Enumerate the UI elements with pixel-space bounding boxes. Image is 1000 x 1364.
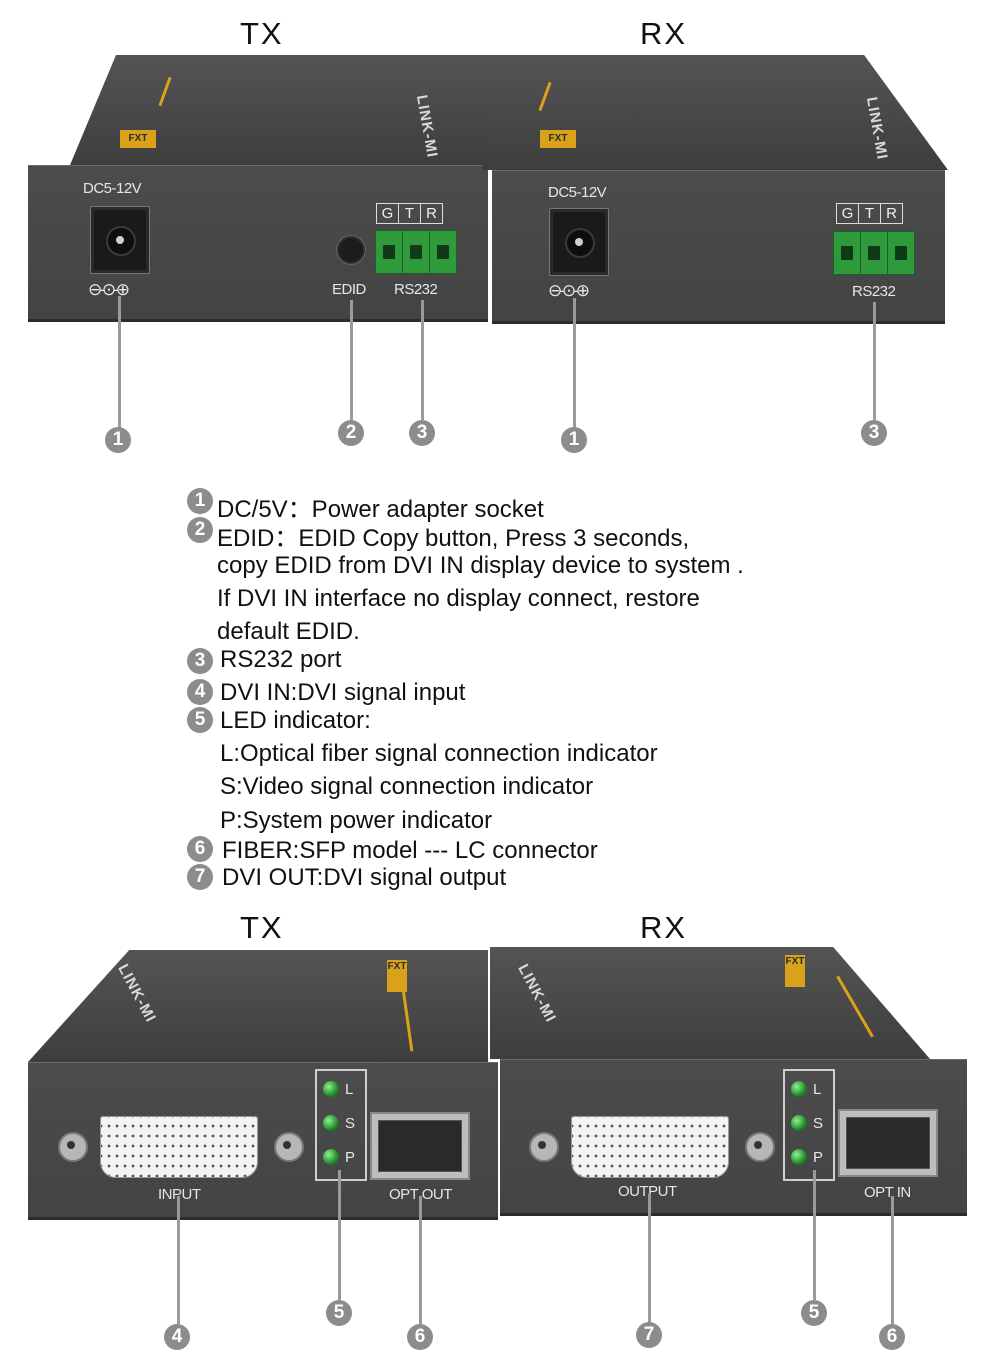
rx-terminal-t: T — [859, 204, 881, 223]
legend-item-5-s: S:Video signal connection indicator — [220, 773, 594, 800]
rx-rs232-label: RS232 — [852, 283, 896, 300]
tx-sfp-port — [370, 1112, 470, 1180]
legend-badge-6: 6 — [187, 836, 213, 862]
tx-led-p — [323, 1149, 339, 1165]
callout-badge-4: 4 — [164, 1324, 190, 1350]
callout-badge-1-rx: 1 — [561, 427, 587, 453]
rx-sfp-port — [838, 1109, 938, 1177]
tx-polarity-icon: ⊖-⊙-⊕ — [88, 280, 130, 299]
callout-badge-2: 2 — [338, 420, 364, 446]
rx-led-label-l: L — [813, 1081, 822, 1098]
tx-dc-jack — [90, 206, 150, 274]
rx-title-top: RX — [640, 16, 688, 51]
callout-line-1-tx — [118, 296, 121, 428]
legend-badge-2: 2 — [187, 517, 213, 543]
legend-item-5-p: P:System power indicator — [220, 807, 493, 834]
legend-item-5-l: L:Optical fiber signal connection indica… — [220, 740, 658, 767]
tx-terminal-g: G — [377, 204, 399, 223]
rx-gtr-labels: G T R — [836, 203, 903, 224]
tx-gtr-labels: G T R — [376, 203, 443, 224]
tx-terminal-r: R — [426, 205, 437, 222]
legend-item-1: DC/5V：Power adapter socket — [217, 496, 544, 523]
tx-title-bottom: TX — [240, 910, 284, 945]
callout-line-6-tx — [419, 1196, 422, 1324]
legend-badge-1: 1 — [187, 488, 213, 514]
callout-badge-5-rx: 5 — [801, 1300, 827, 1326]
rx-dvi-output-port — [527, 1112, 775, 1180]
legend-item-2-line2: copy EDID from DVI IN display device to … — [217, 552, 744, 579]
rx-rs232-terminal-block — [833, 231, 915, 275]
tx-led-label-s: S — [345, 1115, 356, 1132]
tx-edid-label: EDID — [332, 281, 366, 298]
callout-line-5-rx — [813, 1170, 816, 1300]
callout-badge-3-tx: 3 — [409, 420, 435, 446]
rx-terminal-g: G — [837, 204, 859, 223]
rx-terminal-r: R — [886, 205, 897, 222]
tx-rs232-label: RS232 — [394, 281, 438, 298]
tx-led-l — [323, 1081, 339, 1097]
rx-led-panel: L S P — [783, 1069, 835, 1181]
legend-item-2-line3: If DVI IN interface no display connect, … — [217, 585, 700, 612]
callout-badge-6-rx: 6 — [879, 1324, 905, 1350]
tx-terminal-t: T — [399, 204, 421, 223]
tx-rs232-terminal-block — [375, 230, 457, 274]
callout-line-5-tx — [338, 1170, 341, 1300]
legend-badge-3: 3 — [187, 648, 213, 674]
callout-line-2 — [350, 300, 353, 420]
rx-led-label-p: P — [813, 1149, 824, 1166]
tx-led-label-p: P — [345, 1149, 356, 1166]
rx-polarity-icon: ⊖-⊙-⊕ — [548, 281, 590, 300]
legend-item-2-line4: default EDID. — [217, 618, 360, 645]
tx-led-label-l: L — [345, 1081, 354, 1098]
callout-badge-3-rx: 3 — [861, 420, 887, 446]
legend-item-6: FIBER:SFP model --- LC connector — [222, 837, 598, 864]
tx-edid-button — [337, 236, 365, 264]
tx-dvi-input-port — [56, 1112, 304, 1180]
rx-dc-label: DC5-12V — [548, 184, 607, 201]
callout-badge-1-tx: 1 — [105, 427, 131, 453]
rx-title-bottom: RX — [640, 910, 688, 945]
rx-led-label-s: S — [813, 1115, 824, 1132]
callout-line-3-rx — [873, 302, 876, 420]
rx-dc-jack — [549, 208, 609, 276]
callout-line-7 — [648, 1194, 651, 1322]
rx-led-p — [791, 1149, 807, 1165]
tx-led-panel: L S P — [315, 1069, 367, 1181]
legend-item-5: LED indicator: — [220, 707, 371, 734]
rx-led-l — [791, 1081, 807, 1097]
callout-line-1-rx — [573, 298, 576, 428]
tx-dc-label: DC5-12V — [83, 180, 142, 197]
tx-front-top-surface — [28, 950, 488, 1062]
rx-front-tag: FXT — [785, 955, 805, 987]
legend-badge-5: 5 — [187, 707, 213, 733]
callout-badge-5-tx: 5 — [326, 1300, 352, 1326]
rx-front-top-surface — [490, 947, 930, 1059]
legend-item-7: DVI OUT:DVI signal output — [222, 864, 507, 891]
rx-led-s — [791, 1115, 807, 1131]
tx-rear-tag: FXT — [120, 130, 156, 148]
rx-rear-top-surface — [482, 55, 948, 170]
rx-rear-tag: FXT — [540, 130, 576, 148]
callout-line-3-tx — [421, 300, 424, 420]
legend-item-2: EDID：EDID Copy button, Press 3 seconds, — [217, 525, 690, 552]
callout-line-6-rx — [891, 1196, 894, 1324]
callout-badge-7: 7 — [636, 1322, 662, 1348]
legend-item-4: DVI IN:DVI signal input — [220, 679, 466, 706]
tx-led-s — [323, 1115, 339, 1131]
callout-badge-6-tx: 6 — [407, 1324, 433, 1350]
tx-input-label: INPUT — [158, 1186, 201, 1203]
callout-line-4 — [177, 1196, 180, 1324]
legend-badge-7: 7 — [187, 864, 213, 890]
tx-title-top: TX — [240, 16, 284, 51]
rx-output-label: OUTPUT — [618, 1183, 677, 1200]
legend-item-3: RS232 port — [220, 646, 342, 673]
tx-opt-out-label: OPT OUT — [389, 1186, 452, 1203]
rx-opt-in-label: OPT IN — [864, 1184, 911, 1201]
legend-badge-4: 4 — [187, 679, 213, 705]
